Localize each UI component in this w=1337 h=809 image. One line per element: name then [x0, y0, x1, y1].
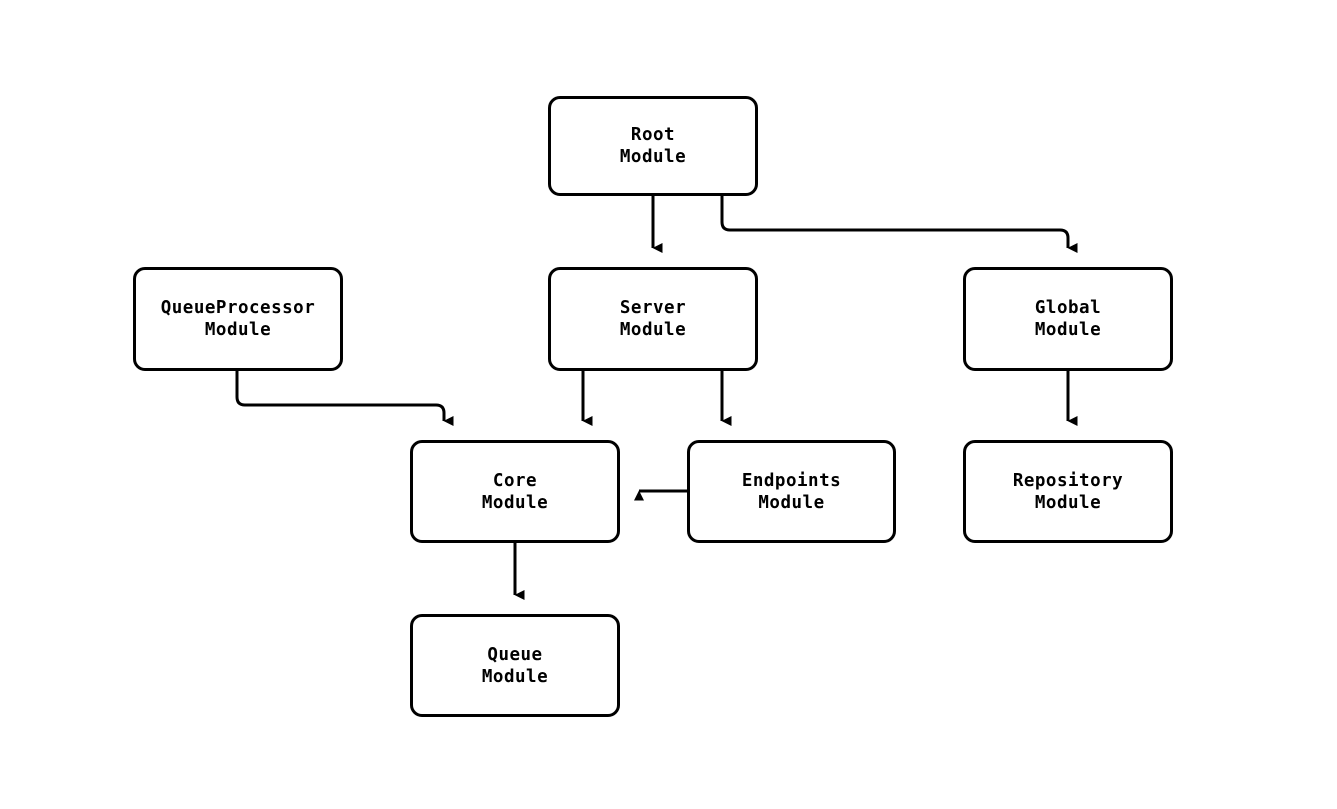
node-queue-module-title: Queue [487, 644, 543, 665]
node-core-module-title: Core [492, 470, 538, 491]
node-endpoints-module-title: Endpoints [741, 470, 842, 491]
node-global-module[interactable]: Global Module [963, 267, 1173, 371]
edge-root-to-global [720, 196, 1078, 253]
node-server-module-title: Server [619, 298, 687, 318]
node-queueprocessor-module[interactable]: QueueProcessor Module [133, 267, 343, 371]
node-repository-module-title: Repository [1012, 470, 1124, 491]
node-core-module[interactable]: Core Module [410, 440, 620, 543]
node-server-module-subtitle: Module [619, 320, 687, 340]
node-repository-module[interactable]: Repository Module [963, 440, 1173, 543]
node-queue-module[interactable]: Queue Module [410, 614, 620, 717]
node-queueprocessor-module-title: QueueProcessor [160, 298, 316, 318]
edge-queueprocessor-to-core [235, 371, 454, 426]
node-endpoints-module-subtitle: Module [758, 492, 825, 513]
node-queueprocessor-module-subtitle: Module [204, 320, 272, 340]
node-root-module-title: Root [630, 125, 676, 145]
node-endpoints-module[interactable]: Endpoints Module [687, 440, 896, 543]
node-root-module[interactable]: Root Module [548, 96, 758, 196]
node-server-module[interactable]: Server Module [548, 267, 758, 371]
node-core-module-subtitle: Module [481, 492, 549, 513]
node-global-module-subtitle: Module [1034, 320, 1102, 340]
node-queue-module-subtitle: Module [481, 666, 549, 687]
node-repository-module-subtitle: Module [1034, 492, 1102, 513]
node-global-module-title: Global [1034, 298, 1102, 318]
node-root-module-subtitle: Module [619, 147, 687, 167]
